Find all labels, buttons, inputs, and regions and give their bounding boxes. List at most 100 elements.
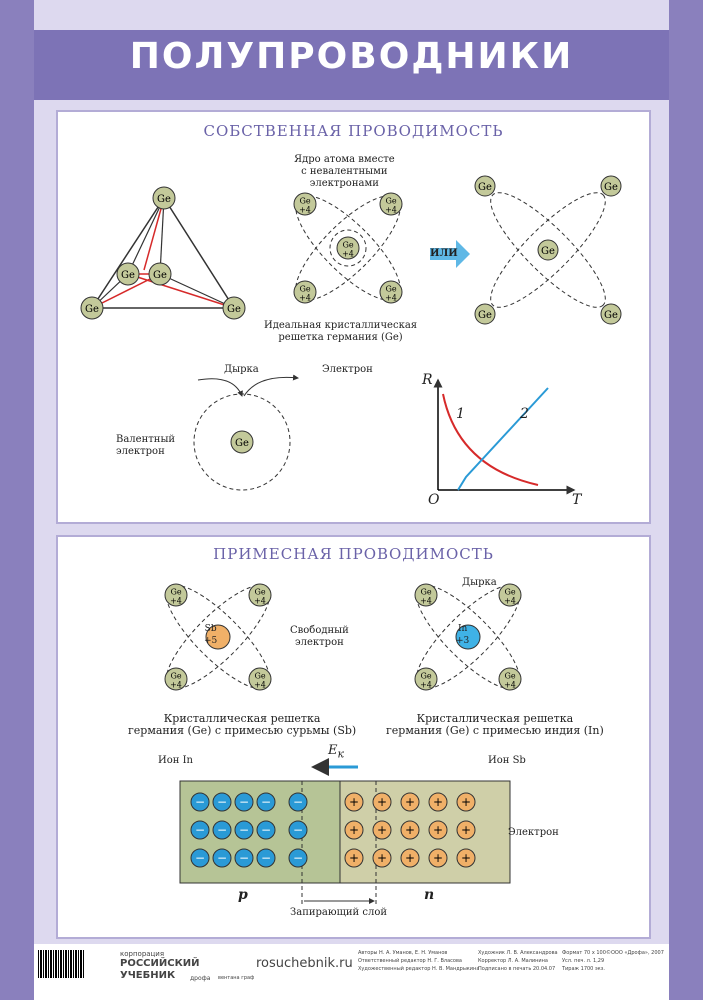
svg-text:Ge: Ge — [504, 588, 515, 597]
acceptor-ion: − — [212, 792, 232, 812]
footer — [34, 944, 669, 1000]
electron-label: Электрон — [322, 364, 373, 375]
donor-ion: + — [344, 792, 364, 812]
svg-text:−: − — [239, 851, 249, 865]
ge-lattice-arrows — [490, 192, 606, 308]
svg-text:Ge: Ge — [541, 246, 555, 257]
doped-ge-atom-5: Ge+4 — [498, 583, 522, 607]
hole-label: Дырка — [224, 364, 259, 375]
doped-ge-atom-4: Ge+4 — [414, 583, 438, 607]
barrier-label: Запирающий слой — [290, 907, 388, 918]
field-label: Eк — [328, 743, 344, 761]
extrinsic-diagrams: Ge+4Ge+4Ge+4Ge+4Ge+4Ge+4Ge+4Ge+4−−−−−+++… — [164, 583, 522, 907]
svg-text:−: − — [293, 851, 303, 865]
acceptor-ion: − — [212, 848, 232, 868]
tetra-ge-atom-0: Ge — [152, 186, 176, 210]
lattice-ge-atom-4: Ge+4 — [336, 236, 360, 260]
caption-sb: Кристаллическая решетка германия (Ge) с … — [128, 712, 357, 737]
svg-text:−: − — [195, 851, 205, 865]
donor-ion: + — [372, 792, 392, 812]
tetra-ge-atom-4: Ge — [148, 262, 172, 286]
svg-text:Ge: Ge — [254, 672, 265, 681]
donor-ion: + — [456, 848, 476, 868]
p-label: p — [238, 887, 248, 903]
barcode-icon — [38, 950, 84, 978]
svg-text:+4: +4 — [504, 597, 516, 606]
acceptor-ion: − — [190, 848, 210, 868]
copyright: ©ООО «Дрофа», 2007 — [606, 950, 664, 956]
lattice-label: Идеальная кристаллическая решетка герман… — [264, 320, 418, 343]
svg-text:+4: +4 — [420, 597, 432, 606]
ion-sb-label: Ион Sb — [488, 755, 526, 766]
svg-text:+: + — [377, 851, 387, 865]
acceptor-ion: − — [288, 848, 308, 868]
donor-ion: + — [372, 848, 392, 868]
acceptor-ion: − — [234, 792, 254, 812]
svg-text:Ge: Ge — [235, 438, 249, 449]
header-banner — [34, 30, 669, 100]
svg-text:Ge: Ge — [478, 310, 492, 321]
svg-text:−: − — [217, 795, 227, 809]
donor-ion: + — [456, 792, 476, 812]
svg-text:+: + — [461, 823, 471, 837]
acceptor-ion: − — [256, 792, 276, 812]
sb-atom: Sb +5 — [204, 624, 218, 646]
donor-ion: + — [428, 820, 448, 840]
lattice-ge-atom-3: Ge+4 — [379, 280, 403, 304]
svg-text:Ge: Ge — [420, 672, 431, 681]
tetra-ge-atom-3: Ge — [116, 262, 140, 286]
donor-ion: + — [344, 848, 364, 868]
site-url[interactable]: rosuchebnik.ru — [256, 956, 353, 971]
n-region — [339, 780, 511, 884]
orbit-ge-atom: Ge — [230, 430, 254, 454]
sheets: Усл. печ. л. 1,29 — [562, 958, 605, 964]
brand-sub: УЧЕБНИК — [120, 970, 176, 981]
brand-corp: корпорация — [120, 950, 165, 958]
junction-electron-label: Электрон — [508, 827, 559, 838]
svg-text:+: + — [377, 795, 387, 809]
svg-text:−: − — [293, 823, 303, 837]
donor-ion: + — [344, 820, 364, 840]
svg-text:+4: +4 — [385, 294, 397, 303]
svg-text:+: + — [433, 851, 443, 865]
art-editor: Художественный редактор Н. В. Мандрыкина — [358, 966, 480, 972]
svg-text:+: + — [461, 795, 471, 809]
page-title: ПОЛУПРОВОДНИКИ — [129, 36, 574, 77]
donor-ion: + — [372, 820, 392, 840]
svg-text:+4: +4 — [299, 294, 311, 303]
acceptor-ion: − — [256, 820, 276, 840]
intrinsic-panel: СОБСТВЕННАЯ ПРОВОДИМОСТЬ — [56, 110, 651, 524]
svg-text:+4: +4 — [170, 597, 182, 606]
origin-o: O — [428, 492, 440, 508]
svg-text:Ge: Ge — [299, 197, 310, 206]
donor-ion: + — [456, 820, 476, 840]
valence-label: Валентный электрон — [116, 434, 176, 457]
svg-text:Ge: Ge — [121, 270, 135, 281]
lattice-ge-atom-2: Ge+4 — [293, 280, 317, 304]
curve2-label: 2 — [520, 406, 529, 422]
svg-text:+: + — [349, 823, 359, 837]
section-title-intrinsic: СОБСТВЕННАЯ ПРОВОДИМОСТЬ — [203, 122, 504, 140]
brand-drofa: дрофа — [190, 975, 211, 982]
lattice-ge-atom-0: Ge+4 — [293, 192, 317, 216]
svg-text:+: + — [433, 823, 443, 837]
arrow-ge-atom-1: Ge — [600, 175, 622, 197]
caption-in: Кристаллическая решетка германия (Ge) с … — [386, 712, 604, 737]
axis-r: R — [422, 372, 433, 388]
or-arrow-icon — [430, 240, 470, 268]
in-atom: In +3 — [456, 624, 470, 646]
svg-text:+: + — [377, 823, 387, 837]
tetra-ge-atom-1: Ge — [80, 296, 104, 320]
format: Формат 70 x 100 — [562, 950, 606, 956]
donor-ion: + — [428, 848, 448, 868]
svg-text:Ge: Ge — [227, 304, 241, 315]
svg-text:+: + — [405, 851, 415, 865]
donor-ion: + — [400, 848, 420, 868]
svg-text:Ge: Ge — [170, 588, 181, 597]
svg-text:Ge: Ge — [299, 285, 310, 294]
svg-text:+4: +4 — [504, 681, 516, 690]
acceptor-ion: − — [190, 792, 210, 812]
lattice-ge-atom-1: Ge+4 — [379, 192, 403, 216]
svg-text:+: + — [433, 795, 443, 809]
arrow-ge-atom-0: Ge — [474, 175, 496, 197]
